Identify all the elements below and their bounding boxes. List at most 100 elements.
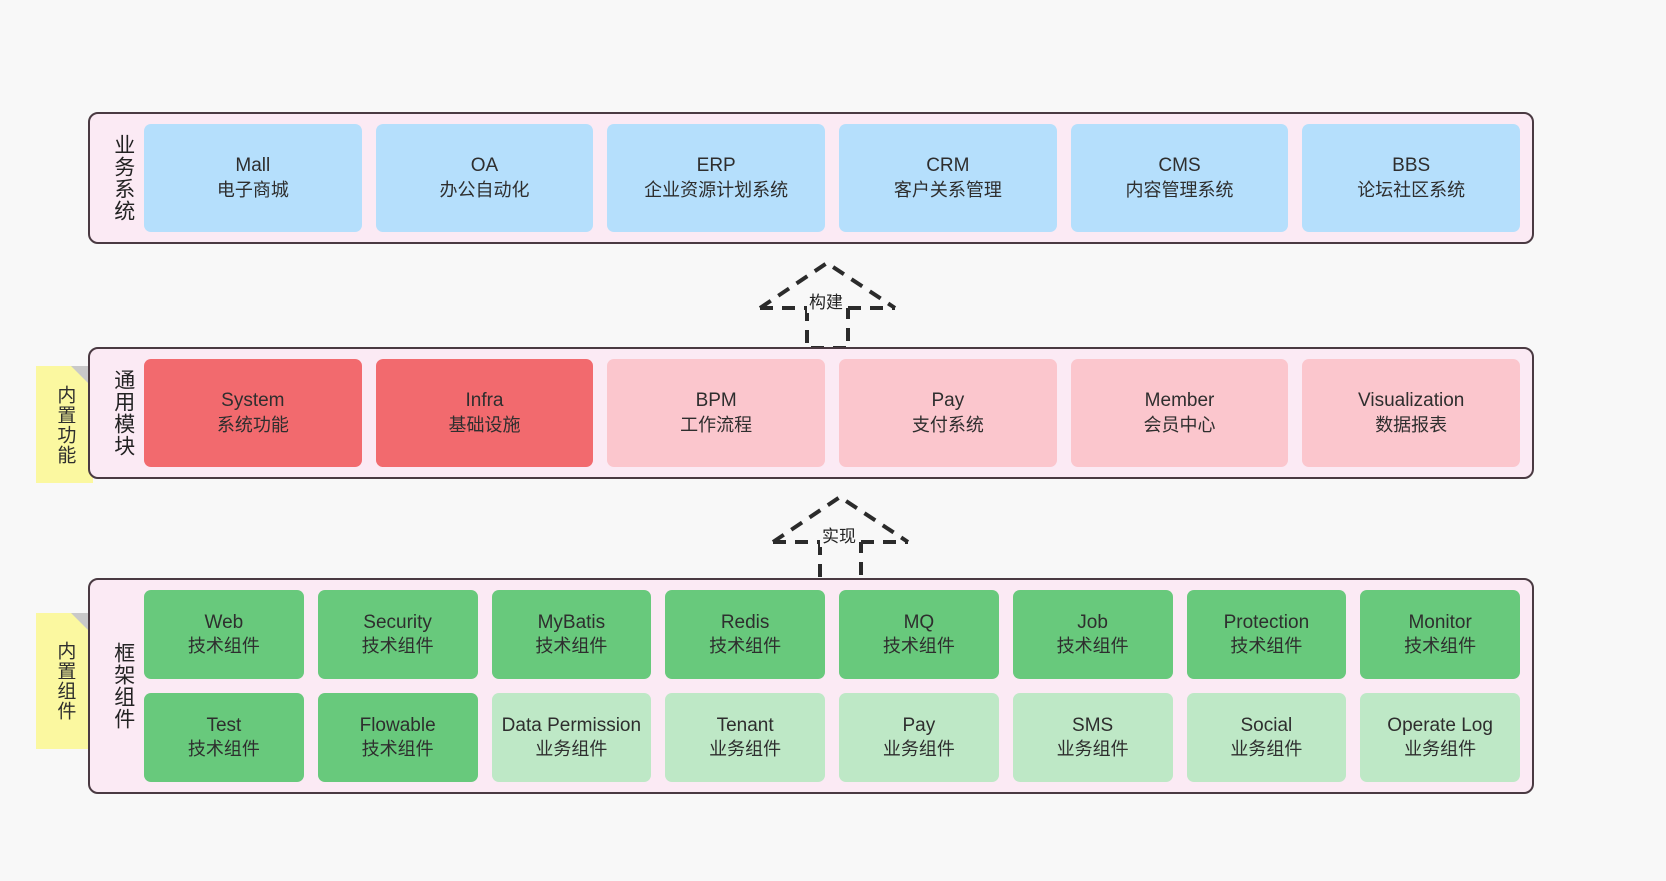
card-title: Infra <box>465 390 504 412</box>
layer-framework-components: 框架组件 Web 技术组件 Security 技术组件 MyBatis 技术组件… <box>88 578 1534 794</box>
component-card-operate-log[interactable]: Operate Log 业务组件 <box>1360 693 1520 782</box>
framework-card-grid: Web 技术组件 Security 技术组件 MyBatis 技术组件 Redi… <box>144 590 1520 782</box>
component-card-job[interactable]: Job 技术组件 <box>1012 590 1173 679</box>
note-builtin-components: 内置组件 <box>36 613 93 749</box>
card-title: ERP <box>696 155 736 177</box>
card-subtitle: 电子商城 <box>216 179 289 200</box>
component-card-pay[interactable]: Pay 业务组件 <box>839 693 999 782</box>
card-title: Test <box>206 714 242 736</box>
business-card-cms[interactable]: CMS 内容管理系统 <box>1070 124 1289 232</box>
module-card-infra[interactable]: Infra 基础设施 <box>375 359 594 467</box>
card-subtitle: 基础设施 <box>448 414 521 435</box>
card-title: Pay <box>902 714 936 736</box>
business-card-group: Mall 电子商城 OA 办公自动化 ERP 企业资源计划系统 CRM 客户关系… <box>144 124 1521 232</box>
card-title: Monitor <box>1408 611 1472 633</box>
card-title: Member <box>1144 390 1215 412</box>
module-card-system[interactable]: System 系统功能 <box>144 359 362 467</box>
card-subtitle: 技术组件 <box>1056 636 1129 657</box>
card-title: Security <box>363 611 432 633</box>
card-title: Operate Log <box>1387 714 1493 736</box>
framework-row-2: Test 技术组件 Flowable 技术组件 Data Permission … <box>144 693 1520 782</box>
card-subtitle: 办公自动化 <box>439 179 530 200</box>
component-card-social[interactable]: Social 业务组件 <box>1186 693 1347 782</box>
component-card-mq[interactable]: MQ 技术组件 <box>839 590 999 679</box>
card-title: BPM <box>695 390 737 412</box>
business-card-crm[interactable]: CRM 客户关系管理 <box>839 124 1057 232</box>
card-subtitle: 技术组件 <box>187 739 260 760</box>
card-title: MQ <box>903 611 935 633</box>
card-subtitle: 技术组件 <box>709 636 782 657</box>
card-subtitle: 业务组件 <box>1230 739 1303 760</box>
card-title: CMS <box>1158 155 1201 177</box>
card-title: Mall <box>235 155 271 177</box>
note-fold-corner <box>71 366 93 388</box>
component-card-mybatis[interactable]: MyBatis 技术组件 <box>491 590 652 679</box>
card-title: CRM <box>926 155 970 177</box>
component-card-web[interactable]: Web 技术组件 <box>144 590 304 679</box>
component-card-monitor[interactable]: Monitor 技术组件 <box>1360 590 1520 679</box>
card-subtitle: 技术组件 <box>882 636 955 657</box>
layer-common-modules: 通用模块 System 系统功能 Infra 基础设施 BPM 工作流程 Pay… <box>88 347 1534 479</box>
connector-implement: 实现 <box>768 492 918 584</box>
module-card-member[interactable]: Member 会员中心 <box>1070 359 1289 467</box>
card-title: Social <box>1240 714 1293 736</box>
module-card-visualization[interactable]: Visualization 数据报表 <box>1302 359 1521 467</box>
card-subtitle: 业务组件 <box>882 739 955 760</box>
card-title: OA <box>470 155 499 177</box>
business-card-oa[interactable]: OA 办公自动化 <box>375 124 594 232</box>
component-card-test[interactable]: Test 技术组件 <box>144 693 304 782</box>
card-title: SMS <box>1072 714 1114 736</box>
business-card-erp[interactable]: ERP 企业资源计划系统 <box>607 124 826 232</box>
card-title: Protection <box>1223 611 1310 633</box>
card-title: Data Permission <box>501 714 642 736</box>
layer-title-business: 业务系统 <box>111 134 135 222</box>
business-card-mall[interactable]: Mall 电子商城 <box>144 124 362 232</box>
card-subtitle: 论坛社区系统 <box>1357 179 1466 200</box>
card-title: Flowable <box>359 714 436 736</box>
connector-implement-label: 实现 <box>820 522 858 547</box>
card-subtitle: 企业资源计划系统 <box>644 179 789 200</box>
modules-card-group: System 系统功能 Infra 基础设施 BPM 工作流程 Pay 支付系统… <box>144 359 1521 467</box>
card-subtitle: 会员中心 <box>1143 414 1216 435</box>
layer-title-modules: 通用模块 <box>111 369 135 457</box>
card-title: Pay <box>931 390 965 412</box>
component-card-tenant[interactable]: Tenant 业务组件 <box>665 693 825 782</box>
module-card-pay[interactable]: Pay 支付系统 <box>839 359 1057 467</box>
connector-build-label: 构建 <box>807 288 845 313</box>
card-title: Tenant <box>716 714 774 736</box>
framework-row-1: Web 技术组件 Security 技术组件 MyBatis 技术组件 Redi… <box>144 590 1520 679</box>
note-builtin-functions: 内置功能 <box>36 366 93 483</box>
note-builtin-functions-label: 内置功能 <box>54 384 76 465</box>
card-title: MyBatis <box>537 611 606 633</box>
component-card-redis[interactable]: Redis 技术组件 <box>665 590 825 679</box>
card-title: BBS <box>1392 155 1431 177</box>
module-card-bpm[interactable]: BPM 工作流程 <box>607 359 826 467</box>
card-subtitle: 技术组件 <box>1404 636 1477 657</box>
note-fold-corner <box>71 613 93 635</box>
card-subtitle: 客户关系管理 <box>893 179 1002 200</box>
card-subtitle: 业务组件 <box>535 739 608 760</box>
component-card-data-permission[interactable]: Data Permission 业务组件 <box>491 693 652 782</box>
connector-build: 构建 <box>755 258 905 350</box>
card-subtitle: 技术组件 <box>361 636 434 657</box>
card-subtitle: 工作流程 <box>680 414 753 435</box>
note-builtin-components-label: 内置组件 <box>54 641 76 721</box>
card-subtitle: 技术组件 <box>361 739 434 760</box>
layer-business-system: 业务系统 Mall 电子商城 OA 办公自动化 ERP 企业资源计划系统 CRM… <box>88 112 1534 244</box>
business-card-bbs[interactable]: BBS 论坛社区系统 <box>1302 124 1521 232</box>
layer-title-framework: 框架组件 <box>111 642 135 730</box>
card-title: System <box>221 390 285 412</box>
card-subtitle: 内容管理系统 <box>1125 179 1234 200</box>
card-subtitle: 支付系统 <box>911 414 984 435</box>
card-title: Redis <box>720 611 770 633</box>
component-card-security[interactable]: Security 技术组件 <box>317 590 478 679</box>
card-title: Job <box>1077 611 1108 633</box>
card-subtitle: 技术组件 <box>1230 636 1303 657</box>
component-card-protection[interactable]: Protection 技术组件 <box>1186 590 1347 679</box>
card-subtitle: 技术组件 <box>535 636 608 657</box>
card-subtitle: 系统功能 <box>216 414 289 435</box>
component-card-sms[interactable]: SMS 业务组件 <box>1012 693 1173 782</box>
component-card-flowable[interactable]: Flowable 技术组件 <box>317 693 478 782</box>
card-subtitle: 业务组件 <box>709 739 782 760</box>
